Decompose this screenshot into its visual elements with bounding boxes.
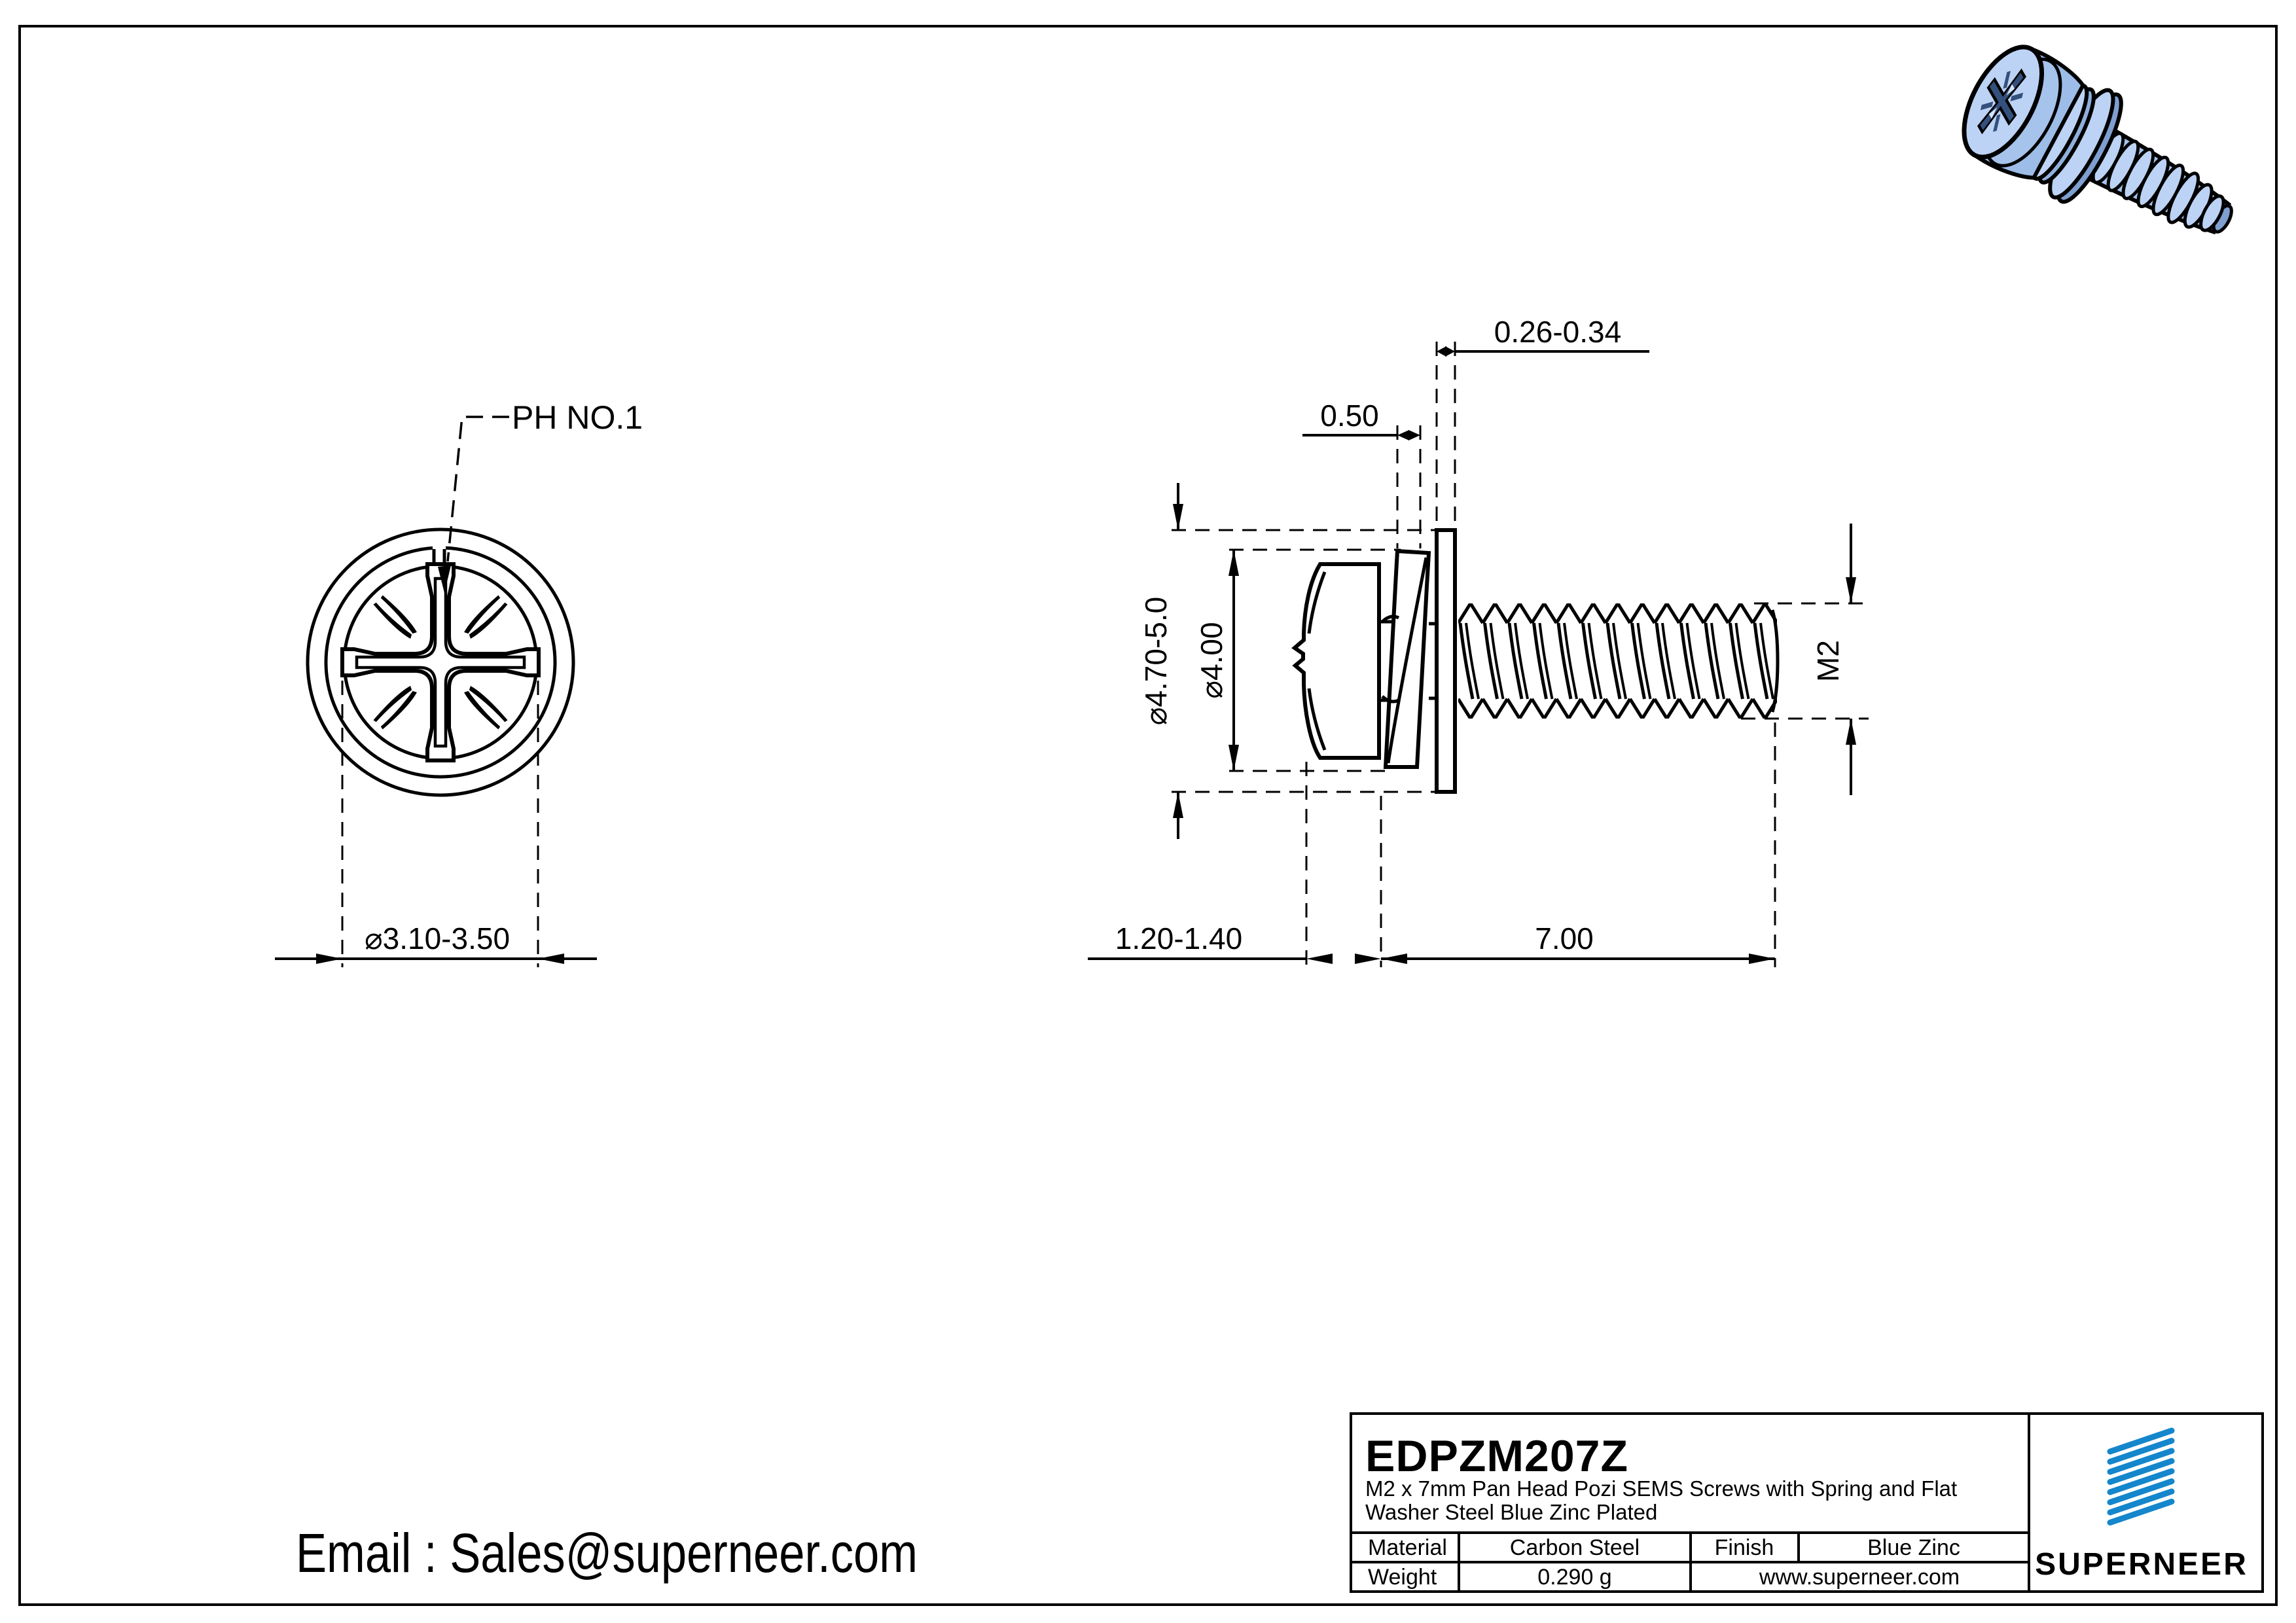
screw-3d-render [1962, 45, 2233, 235]
pozi-cross-inner [355, 577, 526, 748]
material-value: Carbon Steel [1510, 1535, 1640, 1560]
extension-lines [1172, 342, 1869, 967]
pozi-daggers [373, 595, 508, 730]
dim-head-height: 1.20-1.40 [1115, 921, 1242, 955]
dimension-lines [1088, 350, 1852, 960]
notch-mask [433, 541, 446, 560]
title-block: EDPZM207Z M2 x 7mm Pan Head Pozi SEMS Sc… [1350, 1412, 2264, 1593]
thread-end-cap [1770, 609, 1780, 713]
recess-profile-arc [1307, 688, 1327, 751]
dimension-arrows [1173, 346, 1856, 964]
spring-washer-back-edge [1386, 557, 1428, 764]
dim-thread-length: 7.00 [1535, 921, 1594, 955]
side-view: 0.26-0.34 0.50 ⌀4.70-5.0 ⌀4.00 M2 1.20-1… [1088, 315, 1869, 967]
dim-flat-washer-thickness: 0.26-0.34 [1494, 315, 1621, 349]
finish-label: Finish [1715, 1535, 1774, 1560]
finish-value: Blue Zinc [1867, 1535, 1960, 1560]
front-view: PH NO.1 ⌀3.10-3.50 [275, 399, 643, 967]
weight-value: 0.290 g [1537, 1565, 1611, 1590]
pozi-cross-outline [340, 562, 541, 762]
part-description-line1: M2 x 7mm Pan Head Pozi SEMS Screws with … [1365, 1476, 1957, 1501]
spring-washer-split [1381, 615, 1400, 704]
brand-name: SUPERNEER [2035, 1547, 2248, 1582]
dim-head-od: ⌀4.00 [1194, 622, 1229, 698]
dim-spring-washer-thickness: 0.50 [1320, 399, 1379, 433]
dim-arrow [316, 954, 342, 964]
notch-lines [432, 549, 446, 563]
ph-leader-arrow [438, 565, 451, 593]
part-description-line2: Washer Steel Blue Zinc Plated [1365, 1500, 1657, 1524]
superneer-logo: SUPERNEER [2035, 1427, 2248, 1582]
material-label: Material [1368, 1535, 1447, 1560]
pozi-recess-3d [1977, 68, 2026, 135]
website-link[interactable]: www.superneer.com [1759, 1565, 1960, 1590]
email-text: Email : Sales@superneer.com [296, 1523, 918, 1584]
ph-drive-label: PH NO.1 [512, 399, 643, 436]
page-border [18, 25, 2278, 1606]
recess-profile-arc [1307, 571, 1327, 634]
dim-thread-size: M2 [1811, 640, 1845, 682]
pan-head-profile [1291, 562, 1381, 760]
dim-arrow [538, 954, 564, 964]
logo-stripes-icon [2107, 1427, 2175, 1525]
thread-pattern [1458, 603, 1777, 719]
flat-washer [1435, 528, 1457, 794]
ph-leader-line [446, 416, 509, 562]
weight-label: Weight [1368, 1565, 1437, 1590]
dim-recess-diameter: ⌀3.10-3.50 [365, 921, 510, 955]
part-number: EDPZM207Z [1365, 1431, 1628, 1481]
head-outer-circle [306, 527, 575, 797]
dim-flat-washer-od: ⌀4.70-5.0 [1139, 597, 1173, 726]
